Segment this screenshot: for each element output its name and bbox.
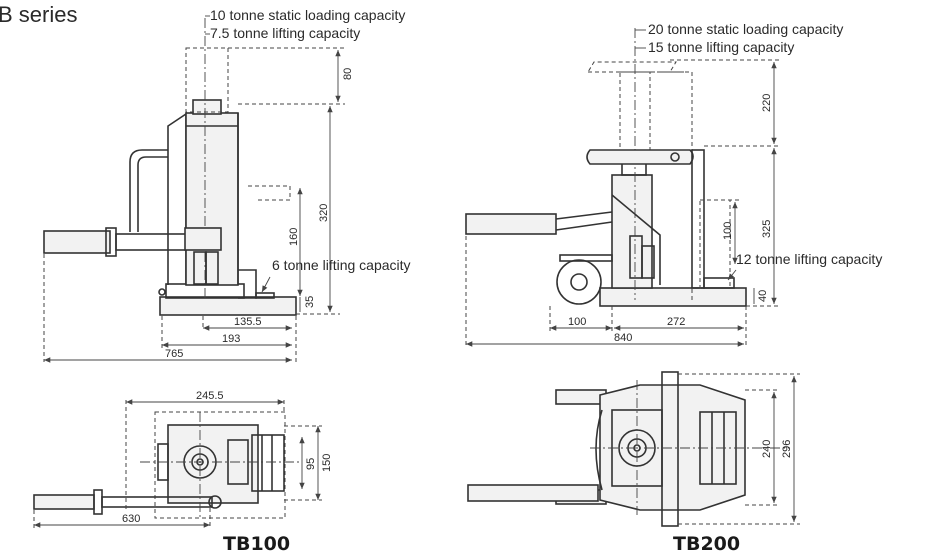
tb200-model-label: TB200 [673, 533, 740, 555]
tb100-model-label: TB100 [223, 533, 290, 555]
tb100-top-dimensions [33, 399, 322, 528]
tb100-dim-80: 80 [342, 68, 354, 80]
tb100-lifting-capacity-label: 7.5 tonne lifting capacity [210, 25, 360, 41]
tb100-dim-95: 95 [305, 458, 317, 470]
tb100-dim-630: 630 [122, 513, 140, 525]
tb200-top-dimensions [678, 373, 800, 525]
tb100-dim-245-5: 245.5 [196, 390, 224, 402]
tb200-side-dimensions [465, 59, 780, 348]
tb100-dim-765: 765 [165, 348, 183, 360]
tb200-dim-240: 240 [761, 440, 773, 458]
tb200-dim-325: 325 [761, 220, 773, 238]
tb100-dim-160: 160 [288, 228, 300, 246]
tb200-dim-40: 40 [757, 290, 769, 302]
tb200-dim-272: 272 [667, 316, 685, 328]
tb200-static-capacity-label: 20 tonne static loading capacity [648, 21, 843, 37]
tb100-top-view [33, 411, 300, 520]
tb100-dim-135-5: 135.5 [234, 316, 262, 328]
tb100-dim-150: 150 [321, 454, 333, 472]
tb100-dim-320: 320 [318, 204, 330, 222]
tb200-dim-100-horizontal: 100 [568, 316, 586, 328]
tb100-dim-193: 193 [222, 333, 240, 345]
tb100-side-dimensions [43, 47, 345, 363]
tb100-dim-35: 35 [304, 296, 316, 308]
tb200-dim-296: 296 [781, 440, 793, 458]
tb200-dim-100-vertical: 100 [722, 222, 734, 240]
tb200-lifting-capacity-label: 15 tonne lifting capacity [648, 39, 794, 55]
tb200-side-view [465, 28, 747, 307]
tb200-dim-840: 840 [614, 332, 632, 344]
tb200-top-view [467, 371, 790, 527]
tb100-toe-capacity-label: 6 tonne lifting capacity [272, 257, 411, 273]
tb100-side-view [43, 18, 297, 316]
series-title: B series [0, 2, 77, 27]
tb200-toe-capacity-label: 12 tonne lifting capacity [736, 251, 882, 267]
tb200-dim-220: 220 [761, 94, 773, 112]
tb100-static-capacity-label: 10 tonne static loading capacity [210, 7, 405, 23]
